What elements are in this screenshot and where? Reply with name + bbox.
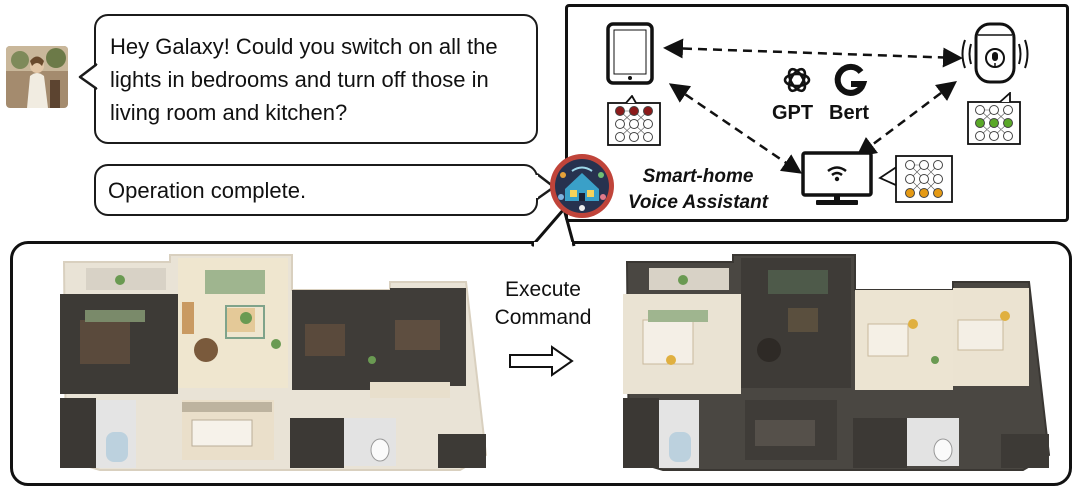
bert-label: Bert	[829, 102, 870, 124]
gpt-label: GPT	[772, 102, 814, 124]
floorplan-after-image	[623, 254, 1051, 471]
assistant-reply-bubble: Operation complete.	[94, 164, 538, 216]
device-connection-arrows	[663, 38, 963, 174]
voice-assistant-logo-icon	[550, 154, 614, 218]
openai-logo-icon	[783, 67, 811, 93]
assistant-name-line1: Smart-home	[642, 166, 754, 187]
execute-label-line2: Command	[494, 306, 592, 329]
tablet-icon	[606, 22, 654, 85]
user-message-bubble: Hey Galaxy! Could you switch on all the …	[94, 14, 538, 144]
assistant-name: Smart-home Voice Assistant	[608, 164, 788, 216]
smart-speaker-icon	[961, 22, 1029, 84]
user-avatar	[6, 46, 68, 108]
execute-command-label: Execute Command	[488, 276, 598, 332]
user-message-text: Hey Galaxy! Could you switch on all the …	[110, 34, 498, 125]
smart-tv-icon	[801, 151, 873, 205]
google-g-icon	[834, 63, 868, 96]
execute-arrow-icon	[509, 345, 574, 377]
floorplan-before-image	[60, 254, 488, 471]
user-bubble-tail	[78, 63, 100, 91]
execute-label-line1: Execute	[505, 278, 581, 301]
tv-network-bubble	[878, 155, 953, 203]
speaker-network-bubble	[967, 92, 1021, 145]
tablet-network-bubble	[607, 95, 661, 146]
assistant-name-line2: Voice Assistant	[627, 192, 769, 213]
assistant-reply-text: Operation complete.	[108, 178, 307, 203]
